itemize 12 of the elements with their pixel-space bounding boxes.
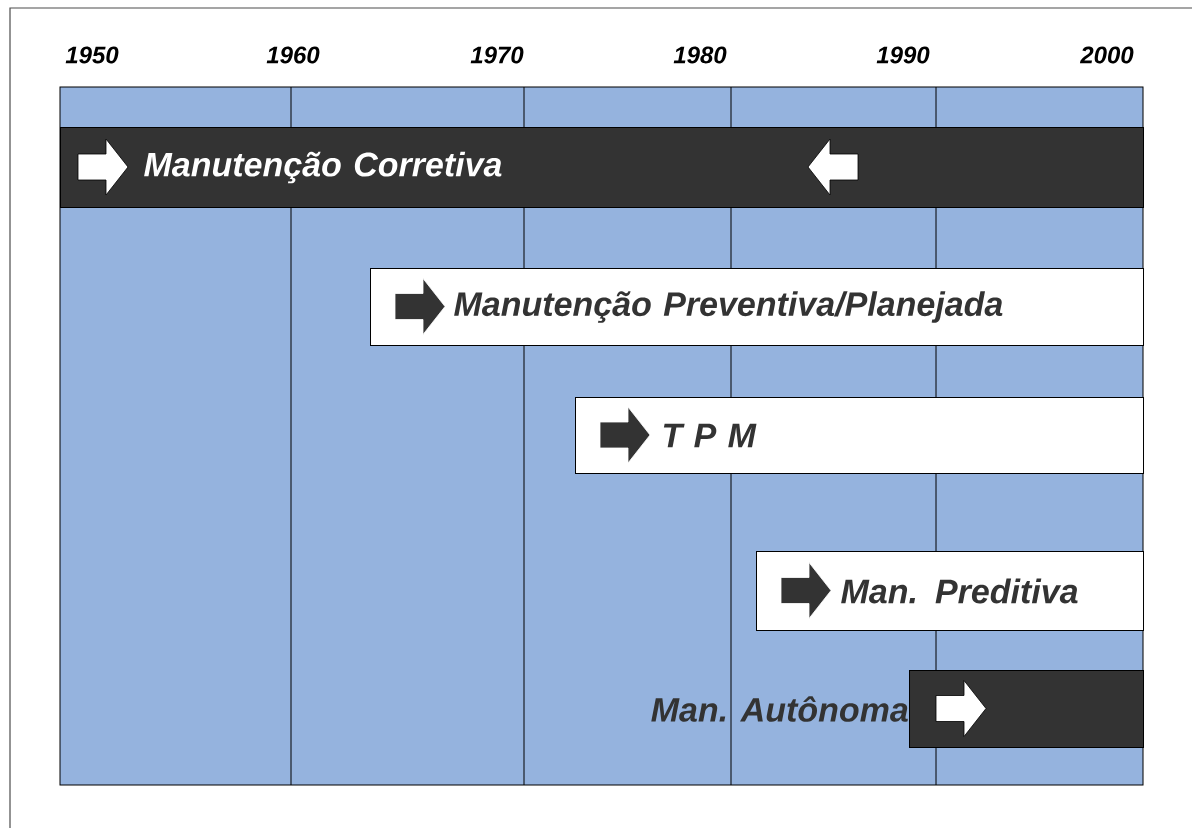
year-label: 1960: [266, 46, 320, 64]
timeline-bar: Manutenção Corretiva: [60, 127, 1144, 208]
year-label: 1980: [673, 46, 727, 64]
year-label: 2000: [1079, 46, 1134, 64]
year-label: 1990: [876, 46, 930, 64]
timeline-bar: Manutenção Preventiva/Planejada: [370, 268, 1144, 346]
year-label: 1950: [65, 46, 119, 64]
timeline-bar: Man. Autônoma: [651, 670, 1144, 748]
year-label: 1970: [470, 46, 524, 64]
node-label: Man. Autônoma: [651, 696, 908, 722]
timeline-bar: Man. Preditiva: [756, 551, 1144, 631]
timeline-bar: T P M: [575, 397, 1144, 474]
